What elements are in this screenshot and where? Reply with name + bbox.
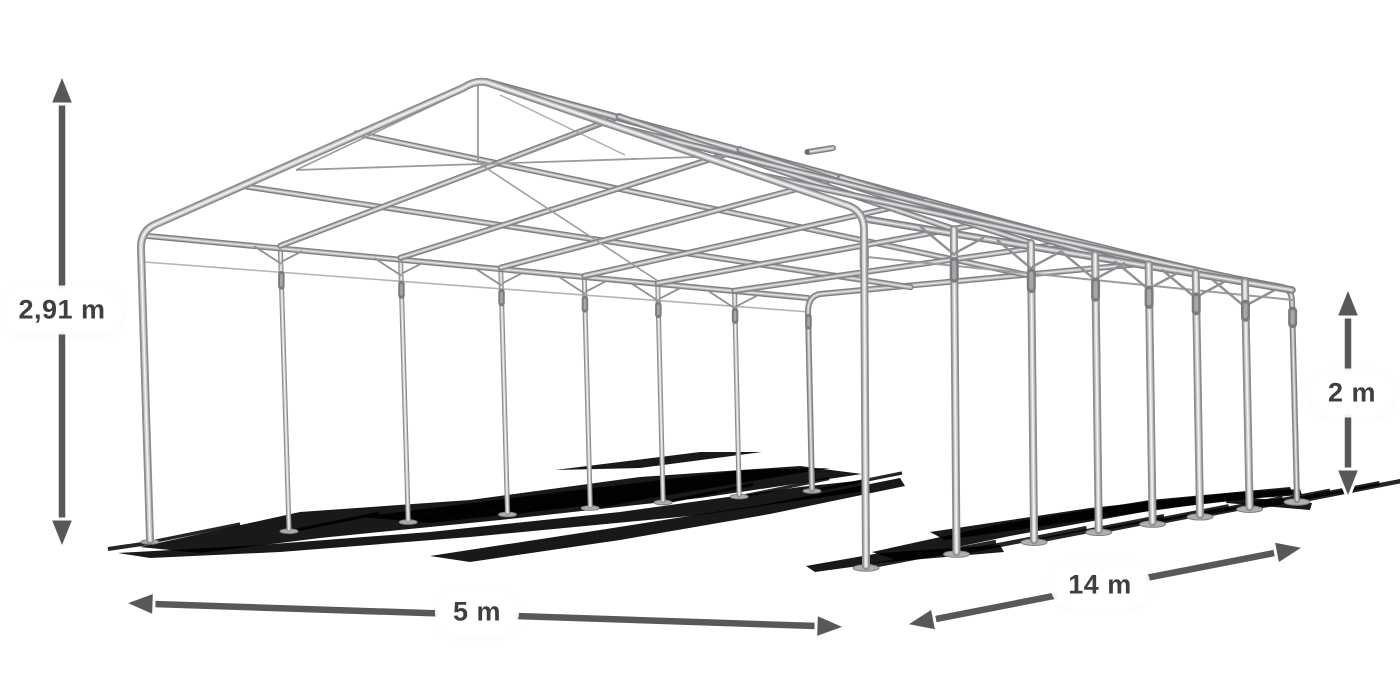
eave-brace xyxy=(1245,288,1276,307)
back-gable-frame xyxy=(805,260,1300,503)
post-shadow-streak xyxy=(513,494,598,516)
roof-purlin-far xyxy=(240,185,912,288)
post-shadow-streak xyxy=(413,502,499,523)
post-shadow-streak xyxy=(817,471,903,492)
length-dimension-arrow-head xyxy=(903,605,939,633)
shadow-shape xyxy=(430,478,905,562)
roof-rafter-near xyxy=(618,115,955,230)
roof-rafter-far xyxy=(399,149,741,259)
shadow-shape xyxy=(555,452,762,470)
eave-beam-far xyxy=(147,235,809,299)
gable-tie-cable xyxy=(295,155,728,171)
wall-tie-rod-far xyxy=(143,261,811,313)
tent-post-far xyxy=(734,290,740,496)
eave-brace xyxy=(501,272,524,285)
back-gable-frame xyxy=(807,262,1298,501)
eave-brace xyxy=(557,275,586,295)
eave-brace xyxy=(954,236,985,255)
height-dimension-arrow-head xyxy=(48,517,76,551)
eave-brace xyxy=(1149,271,1180,290)
eave-brace xyxy=(1060,250,1097,282)
tent-post-far xyxy=(400,257,409,521)
roof-rafter-far xyxy=(583,199,926,277)
ground-shadows xyxy=(107,452,1400,572)
eave-brace xyxy=(1031,250,1062,269)
eave-brace xyxy=(708,290,737,310)
eave-brace xyxy=(401,262,423,275)
eave-beam-near xyxy=(865,218,1293,291)
tent-frame xyxy=(136,77,1311,572)
back-gable-frame xyxy=(806,261,1299,502)
roof-purlin-near xyxy=(747,171,1251,283)
eave-brace xyxy=(1160,268,1198,300)
tent-post-far xyxy=(500,267,508,513)
post-shadow-streak xyxy=(294,511,380,532)
post-shadow-streak xyxy=(1302,478,1400,503)
side-height-dimension-arrow-head xyxy=(1334,285,1362,319)
eave-brace xyxy=(735,295,757,308)
post-shadow-streak xyxy=(744,477,830,498)
eave-brace xyxy=(1210,277,1247,309)
shadow-shape xyxy=(930,489,1302,540)
eave-brace xyxy=(1196,280,1227,298)
height-dimension-arrow-head xyxy=(48,72,76,106)
roof-purlin-far xyxy=(355,132,1028,276)
tent-post-far xyxy=(657,282,664,501)
eave-brace xyxy=(584,280,607,293)
tent-post-near xyxy=(953,228,958,553)
roof-rafter-far xyxy=(733,241,1077,292)
eave-brace xyxy=(474,267,503,287)
dimension-label-total-height: 2,91 m xyxy=(3,288,121,332)
dimension-label-width: 5 m xyxy=(437,590,517,634)
post-shadow-streak xyxy=(871,539,997,569)
tent-post-far xyxy=(583,275,591,507)
eave-brace xyxy=(919,225,956,257)
roof-brace-cable xyxy=(504,119,613,163)
eave-brace xyxy=(253,245,282,265)
roof-rafter-far xyxy=(279,116,620,247)
roof-brace-cable xyxy=(499,94,626,156)
eave-brace xyxy=(996,238,1033,270)
eave-brace xyxy=(374,257,403,277)
tent-post-far xyxy=(279,245,290,530)
dimension-label-side-height: 2 m xyxy=(1312,371,1392,415)
length-dimension-arrow-head xyxy=(1271,539,1307,567)
eave-brace xyxy=(1113,260,1151,292)
roof-diagonal-cable xyxy=(479,163,659,282)
width-dimension-arrow-head xyxy=(122,590,156,618)
post-shadow-streak xyxy=(155,522,241,543)
wall-tie-rod-near xyxy=(866,256,1294,301)
width-dimension-arrow-head xyxy=(814,612,848,640)
post-shadow-streak xyxy=(595,488,681,509)
eave-brace xyxy=(631,282,660,302)
eave-brace xyxy=(658,287,681,300)
shadow-shape xyxy=(118,480,872,558)
eave-brace xyxy=(280,250,303,263)
dimension-label-length: 14 m xyxy=(1053,563,1147,607)
pipe-stub xyxy=(807,147,834,153)
side-height-dimension-arrow-head xyxy=(1334,467,1362,501)
roof-rafter-far xyxy=(500,176,842,269)
front-gable-frame xyxy=(140,80,867,567)
pipe-stub-end xyxy=(804,149,810,155)
